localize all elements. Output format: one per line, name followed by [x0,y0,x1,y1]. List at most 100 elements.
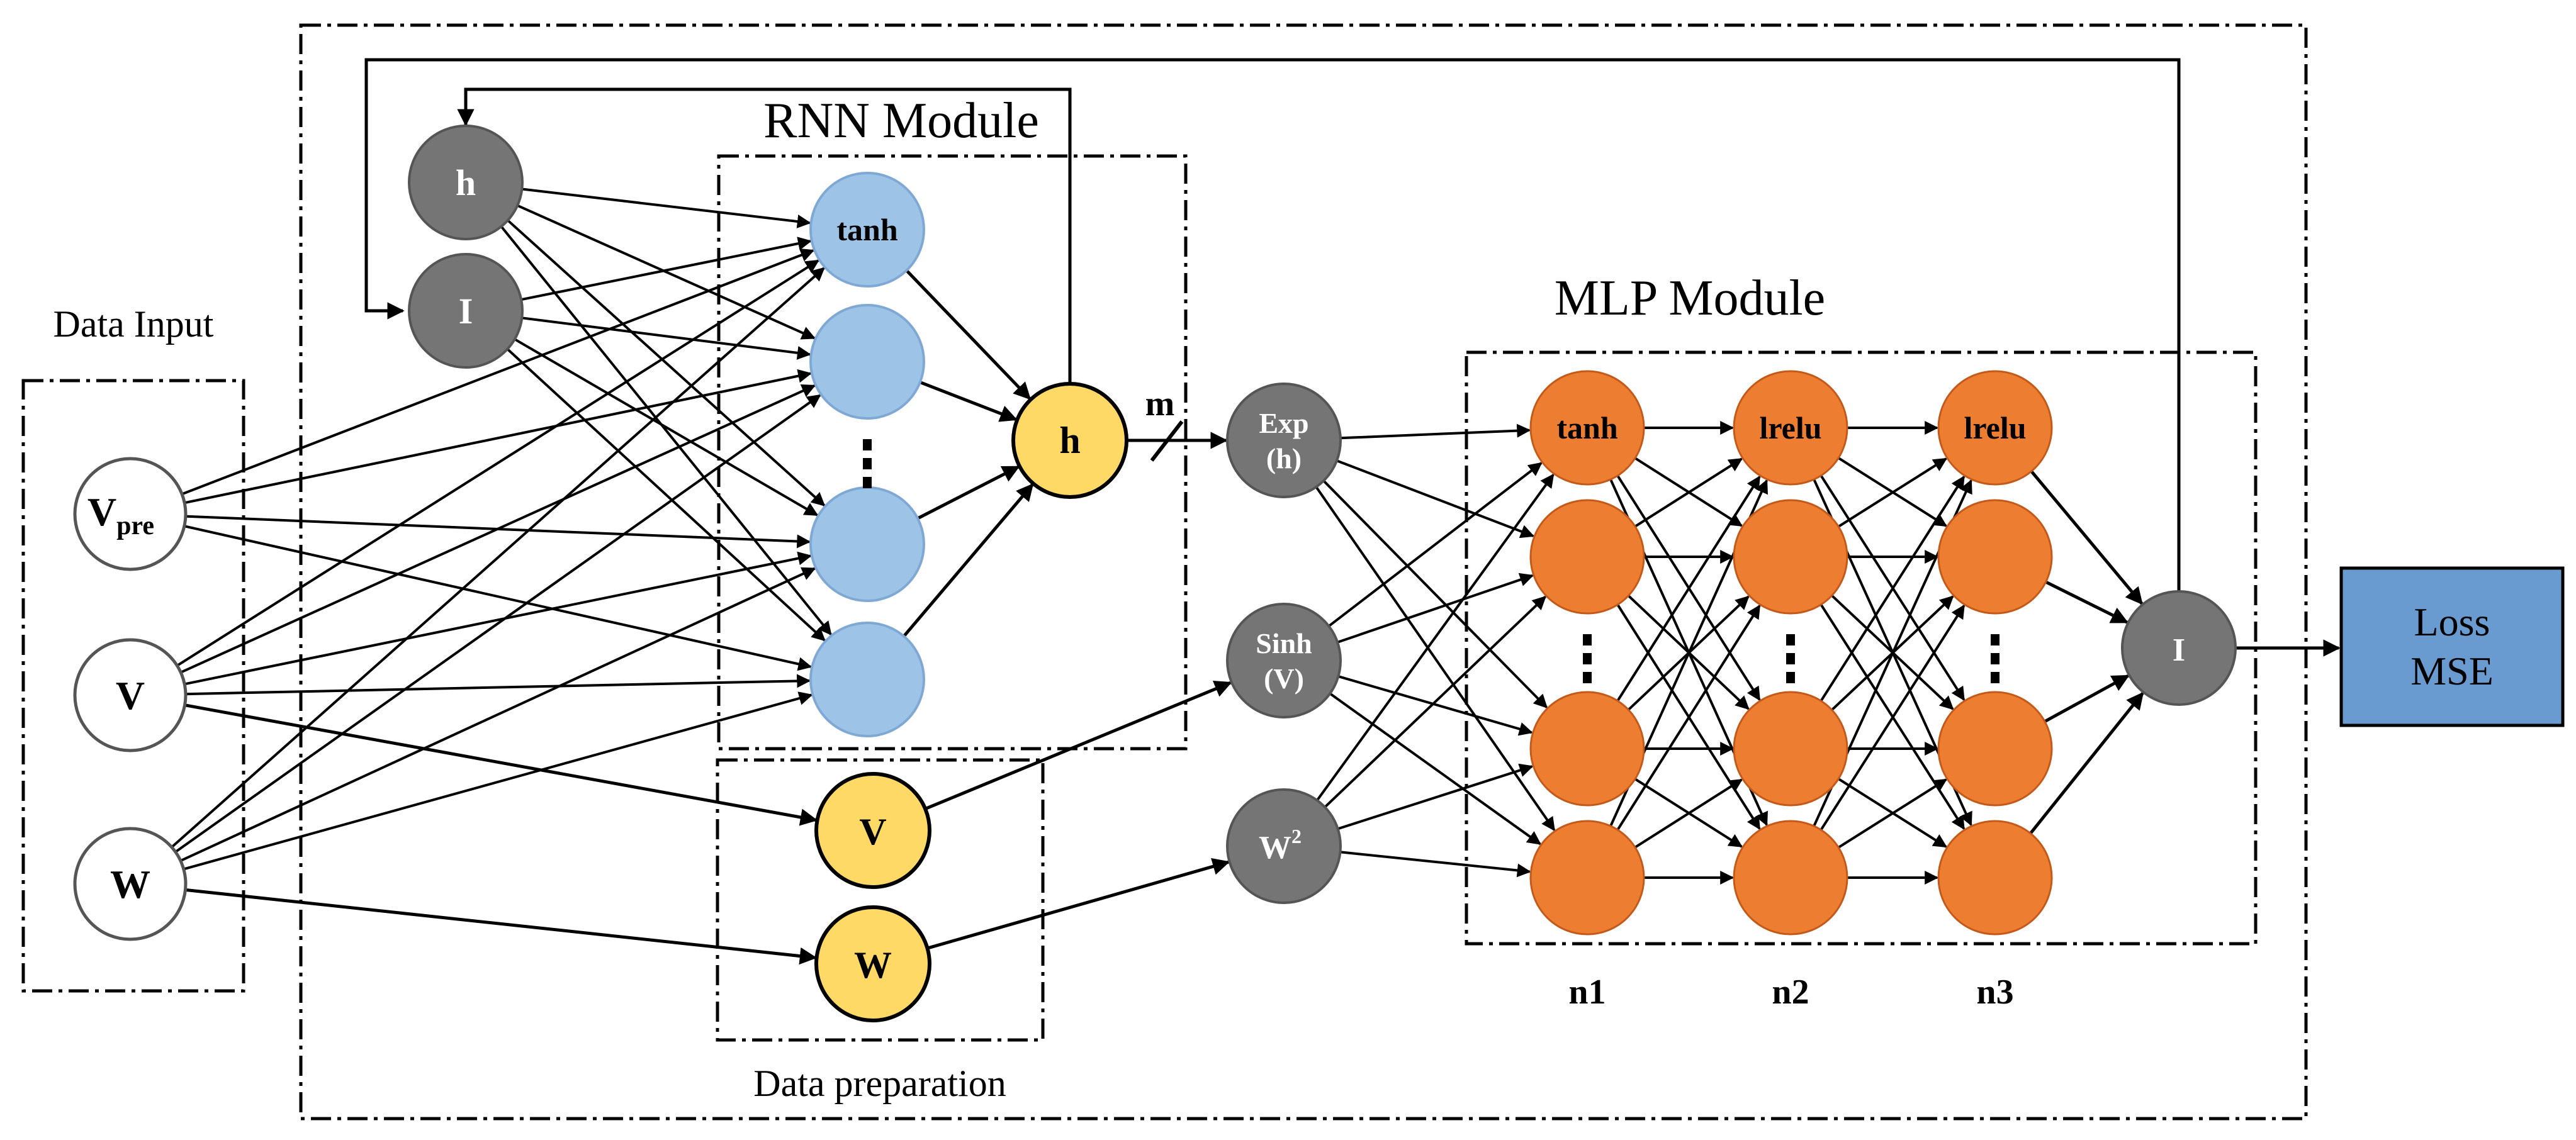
input-node-v [73,638,188,752]
feature-exp-label: Exp(h) [1259,407,1308,474]
mlp-layer2-node-4 [1733,820,1848,936]
input-node-v-pre [73,457,188,571]
connection-line [171,267,825,847]
connection-line [177,259,820,666]
connection-line [1337,573,1534,644]
connection-line [520,237,812,301]
mlp-module-label: MLP Module [1555,271,1825,326]
connection-line [2044,674,2130,723]
rnn-node-2 [809,304,925,420]
connection-line [185,525,813,671]
connection-line [1616,604,1761,831]
m-label: m [1145,384,1175,423]
mlp-layer2-node-3 [1733,691,1848,807]
prep-node-w [814,905,931,1022]
feature-w-squared-label: W2 [1259,825,1302,866]
mlp-layer1-node-1 [1529,370,1645,486]
feedback-path-i [364,58,2181,591]
mlp-layer2-node-1 [1733,370,1848,486]
feature-node-w-squared [1226,788,1342,904]
feature-node-sinh-v [1226,603,1342,718]
connection-line [1820,475,1966,702]
mlp-layer1-activation-label: tanh [1556,410,1617,445]
output-node-i [2121,590,2237,706]
connection-line [186,703,818,826]
connection-line [186,674,811,696]
connection-line [1616,475,1761,702]
mlp-layer2-activation-label: lrelu [1759,410,1821,445]
connection-line [1336,459,1535,539]
feedback-node-i [408,253,524,369]
connection-line [186,888,818,965]
connection-line [2029,691,2144,835]
connection-line [517,204,816,340]
mlp-layer3-node-1 [1937,370,2053,486]
connection-line [905,269,1032,400]
mlp-layer1-node-4 [1529,820,1645,936]
mlp-layer1-node-3 [1529,691,1645,807]
connection-line [1340,851,1531,878]
connection-line [1337,675,1533,736]
feature-node-exp-h [1226,383,1342,498]
connection-line [1820,604,1966,831]
prep-w-label: W [854,944,892,986]
connection-line [184,691,813,870]
feature-sinh-label: Sinh(V) [1256,627,1312,695]
connection-line [1337,763,1534,830]
prep-node-v [814,772,931,889]
rnn-module-label: RNN Module [763,93,1039,148]
rnn-node-3 [809,486,925,602]
connection-line [1322,479,1548,708]
input-node-w [73,827,188,941]
outer-frame-box [299,23,2308,1120]
connection-line [506,348,826,642]
connection-line [1340,423,1531,440]
data-preparation-box [716,758,1045,1042]
connection-line [185,551,813,685]
connection-line [916,465,1020,520]
connection-line [176,394,821,852]
connection-line [514,338,819,517]
input-v-label: V [116,673,145,718]
rnn-output-h-label: h [1059,420,1080,461]
connection-line [522,187,811,228]
prep-v-label: V [859,811,886,852]
connection-line [181,567,816,862]
rnn-module-box [717,154,1188,751]
input-w-label: W [110,862,150,907]
data-preparation-label: Data preparation [753,1063,1006,1104]
output-i-label: I [2173,632,2185,668]
connection-line [185,369,813,504]
mlp-layer3-node-4 [1937,820,2053,936]
connection-line [507,219,826,506]
feedback-path-h [457,87,1072,384]
connection-line [1838,778,1948,849]
feedback-i-label: I [459,291,473,332]
n2-label: n2 [1772,973,1809,1012]
connection-line [1329,692,1541,846]
connection-line [1838,457,1948,528]
n1-label: n1 [1568,973,1606,1012]
input-v-pre-label: Vpre [87,489,154,540]
connection-line [1315,486,1556,832]
n3-label: n3 [1976,973,2013,1012]
loss-mse-box [2339,566,2565,727]
connection-line [919,381,1018,422]
connection-line [2045,580,2129,624]
connection-line [500,225,832,636]
connection-line [1324,595,1546,808]
data-input-label: Data Input [53,303,214,345]
connection-line [903,483,1034,637]
rnn-node-1 [809,172,925,288]
rnn-activation-label: tanh [836,212,897,247]
connection-line [181,384,816,673]
m-dimension-slash [1150,420,1184,462]
loss-label: Loss [2414,600,2490,644]
feedback-node-h [408,125,524,240]
data-input-box [21,379,245,993]
connection-line [1328,462,1543,627]
connection-line [925,680,1232,810]
connection-line [926,858,1230,950]
mlp-layer1-node-2 [1529,499,1645,615]
